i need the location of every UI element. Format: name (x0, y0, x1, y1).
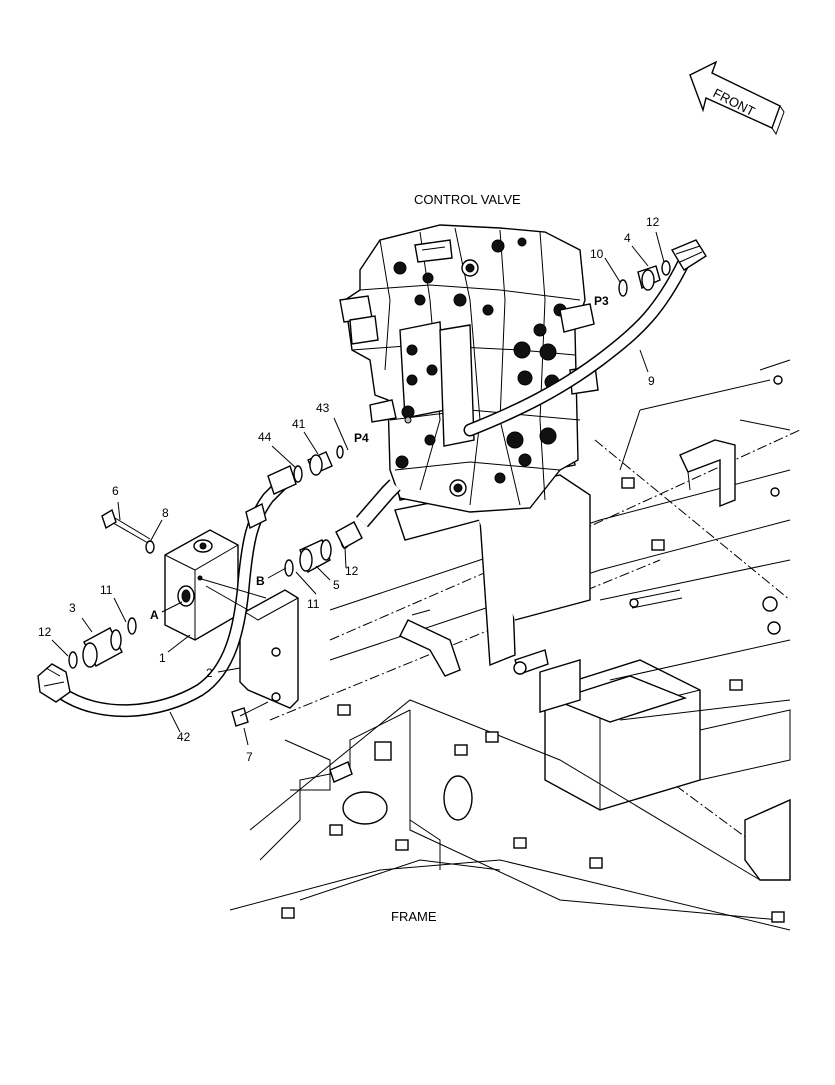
callout-41: 41 (292, 417, 306, 431)
bolt-7 (231, 701, 269, 727)
callout-4: 4 (624, 231, 631, 245)
frame-caption: FRAME (391, 909, 437, 924)
callout-2: 2 (206, 666, 213, 680)
port-labels: A B P3 P4 (150, 294, 609, 622)
hose-9 (463, 239, 707, 437)
callout-numbers: 1 2 3 4 5 6 7 8 9 10 11 11 12 12 12 41 4… (38, 215, 660, 764)
port-a-label: A (150, 608, 159, 622)
solenoid-valve-block-1 (164, 529, 239, 641)
hose-42 (37, 465, 297, 718)
control-valve-caption: CONTROL VALVE (414, 192, 521, 207)
adapter-3 (68, 617, 137, 669)
callout-8: 8 (162, 506, 169, 520)
callout-7: 7 (246, 750, 253, 764)
port-p3-label: P3 (594, 294, 609, 308)
callout-11-b: 11 (307, 597, 320, 611)
captions: CONTROL VALVE FRAME (391, 192, 521, 924)
callout-3: 3 (69, 601, 76, 615)
frame-structure (229, 359, 801, 931)
p4-fittings (293, 445, 344, 483)
port-b-label: B (256, 574, 265, 588)
bolt-6 (101, 508, 155, 554)
callout-6: 6 (112, 484, 119, 498)
callout-44: 44 (258, 430, 272, 444)
callout-10: 10 (590, 247, 604, 261)
callout-5: 5 (333, 578, 340, 592)
port-p4-label: P4 (354, 431, 369, 445)
leader-lines (51, 231, 665, 746)
callout-11-a: 11 (100, 583, 113, 597)
adapter-5 (284, 521, 363, 577)
bracket-2 (239, 589, 299, 709)
callout-43: 43 (316, 401, 330, 415)
p3-fittings (618, 260, 671, 297)
callout-12-b: 12 (345, 564, 359, 578)
hose-p4-to-b (355, 479, 401, 528)
callout-9: 9 (648, 374, 655, 388)
callout-12-a: 12 (38, 625, 52, 639)
callout-42: 42 (177, 730, 191, 744)
callout-1: 1 (159, 651, 166, 665)
front-arrow-icon: FRONT (689, 60, 785, 136)
callout-12-c: 12 (646, 215, 660, 229)
control-valve (339, 224, 599, 513)
